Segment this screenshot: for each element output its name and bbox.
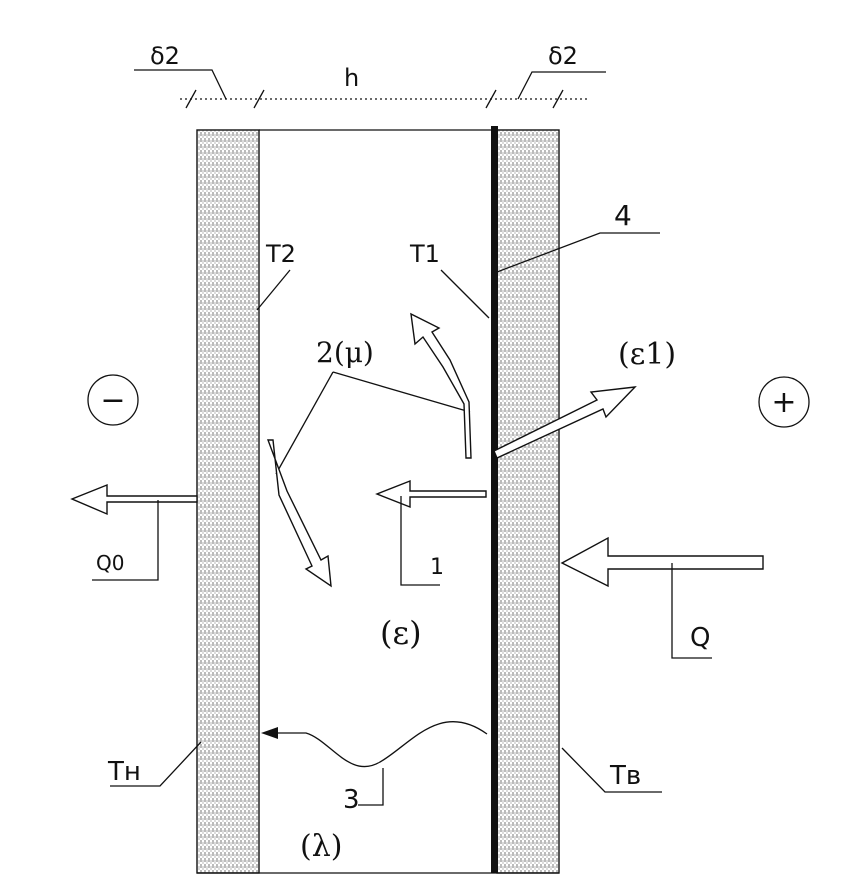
h-label: h [344, 64, 359, 92]
delta-right-label: δ2 [548, 42, 578, 70]
mu-leader-left [275, 371, 334, 475]
q0-label: Q0 [96, 551, 124, 575]
heat-loss-arrow [70, 483, 198, 516]
tv-label: Tв [609, 761, 641, 791]
radiation-arrow-eps1 [493, 386, 637, 459]
t2-label: T2 [265, 240, 296, 268]
convection-arrow-down [266, 439, 332, 588]
delta-left-label: δ2 [150, 42, 180, 70]
callout-4-label: 4 [614, 199, 632, 232]
mu-leader-right [332, 371, 471, 413]
lambda-label: (λ) [300, 829, 342, 864]
conduction-wave [275, 721, 488, 768]
tv-leader [561, 747, 662, 793]
t1-leader [440, 269, 490, 319]
heat-input-arrow [560, 536, 764, 588]
left-wall [196, 129, 260, 874]
right-wall [496, 129, 560, 874]
tn-label: Tн [107, 757, 141, 787]
t1-label: T1 [409, 240, 440, 268]
flow-arrow-1 [375, 479, 487, 509]
tn-leader [110, 741, 202, 787]
q-label: Q [690, 623, 710, 653]
callout-3-bracket [358, 768, 384, 806]
dimension-line [134, 69, 606, 109]
callout-4-leader [496, 232, 660, 273]
q-bracket [671, 563, 712, 659]
plus-sign: + [771, 385, 796, 420]
eps1-label: (ε1) [618, 337, 676, 372]
t2-leader [256, 269, 291, 311]
eps-label: (ε) [380, 614, 422, 652]
minus-sign: − [100, 383, 125, 418]
plus-sign-circle [758, 376, 810, 428]
callout-1-bracket [400, 496, 440, 586]
q0-bracket [92, 500, 159, 581]
callout-1-label: 1 [430, 555, 444, 580]
mu-label: 2(μ) [316, 336, 374, 369]
convection-arrow-up [410, 312, 472, 459]
reflective-screen [491, 126, 498, 873]
callout-3-label: 3 [343, 785, 360, 815]
minus-sign-circle [87, 374, 139, 426]
conduction-arrowhead [261, 727, 278, 739]
